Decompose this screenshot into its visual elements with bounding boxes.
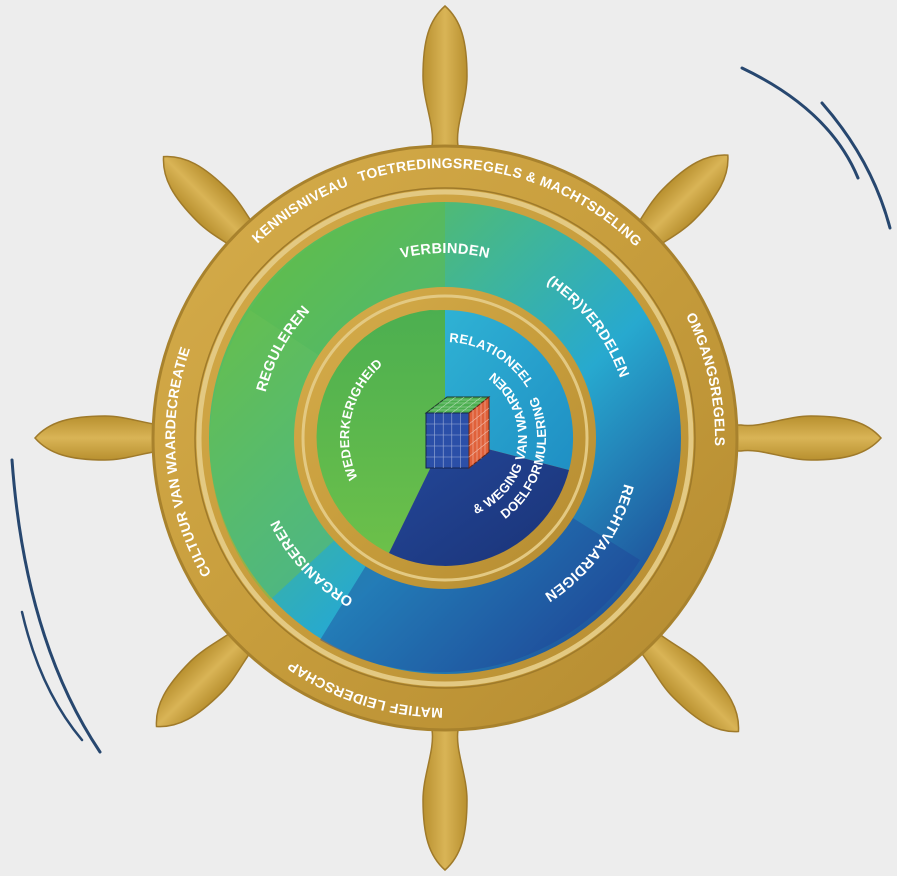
swoosh-marks [10,66,892,754]
sector-wederkerigheid-2 [317,310,445,553]
sector-doelformulering [389,438,569,566]
label-verbinden: VERBINDEN [399,241,491,262]
cube-icon [424,395,491,470]
